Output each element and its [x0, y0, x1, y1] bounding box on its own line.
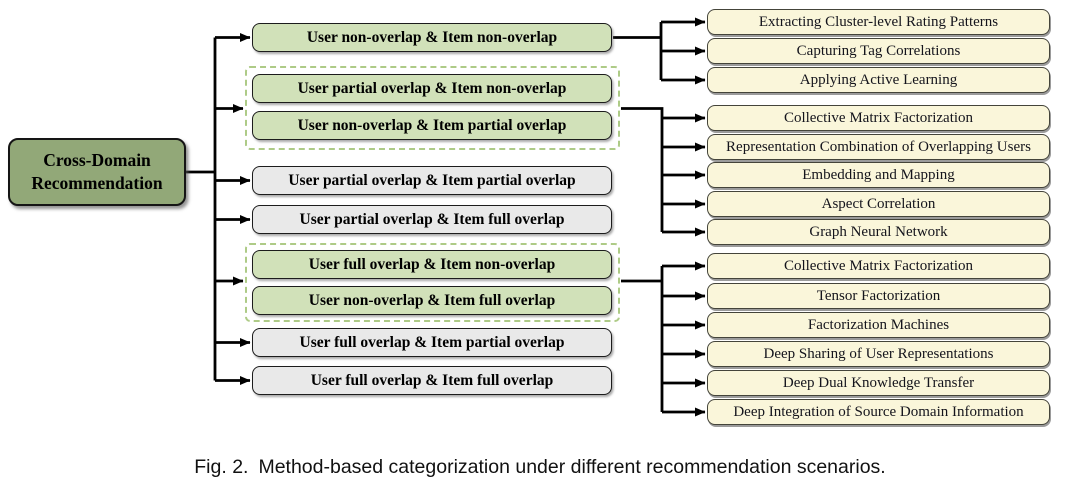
scenario-label: User non-overlap & Item non-overlap — [306, 28, 558, 46]
scenario-label: User full overlap & Item full overlap — [310, 371, 554, 389]
method-label: Capturing Tag Correlations — [796, 42, 961, 59]
figure-caption-number: Fig. 2. — [194, 456, 249, 478]
method-label: Deep Sharing of User Representations — [763, 345, 994, 362]
method-tag-correlations: Capturing Tag Correlations — [707, 38, 1050, 64]
method-label: Embedding and Mapping — [802, 166, 955, 183]
method-label: Factorization Machines — [807, 316, 950, 333]
connector-methods-group3 — [621, 261, 706, 417]
method-label: Tensor Factorization — [816, 287, 941, 304]
method-label: Graph Neural Network — [809, 223, 948, 240]
connector-methods-group2 — [621, 107, 706, 237]
method-graph-neural-network: Graph Neural Network — [707, 219, 1050, 245]
root-node-box: Cross-Domain Recommendation — [8, 138, 186, 206]
scenario-user-full-item-nonoverlap: User full overlap & Item non-overlap — [252, 250, 612, 279]
scenario-user-nonoverlap-item-nonoverlap: User non-overlap & Item non-overlap — [252, 23, 612, 52]
figure-caption: Fig. 2. Method-based categorization under… — [0, 456, 1080, 479]
method-active-learning: Applying Active Learning — [707, 67, 1050, 93]
scenario-label: User non-overlap & Item full overlap — [308, 291, 556, 309]
scenario-label: User non-overlap & Item partial overlap — [297, 116, 567, 134]
method-label: Collective Matrix Factorization — [783, 257, 974, 274]
scenario-user-partial-item-partial: User partial overlap & Item partial over… — [252, 166, 612, 195]
method-label: Extracting Cluster-level Rating Patterns — [758, 13, 999, 30]
scenario-label: User partial overlap & Item partial over… — [288, 171, 576, 189]
scenario-user-full-item-partial: User full overlap & Item partial overlap — [252, 328, 612, 357]
scenario-user-full-item-full: User full overlap & Item full overlap — [252, 366, 612, 395]
scenario-label: User partial overlap & Item non-overlap — [297, 79, 567, 97]
method-deep-dual-knowledge-transfer: Deep Dual Knowledge Transfer — [707, 370, 1050, 396]
method-aspect-correlation: Aspect Correlation — [707, 191, 1050, 217]
connector-left-tree — [186, 33, 251, 385]
method-embedding-and-mapping: Embedding and Mapping — [707, 162, 1050, 188]
method-collective-matrix-factorization-2: Collective Matrix Factorization — [707, 253, 1050, 279]
method-label: Collective Matrix Factorization — [783, 109, 974, 126]
scenario-label: User full overlap & Item partial overlap — [299, 333, 565, 351]
method-cluster-rating-patterns: Extracting Cluster-level Rating Patterns — [707, 9, 1050, 35]
method-label: Deep Dual Knowledge Transfer — [782, 374, 975, 391]
figure-caption-text: Method-based categorization under differ… — [258, 456, 886, 478]
method-label: Aspect Correlation — [821, 195, 936, 212]
method-factorization-machines: Factorization Machines — [707, 312, 1050, 338]
method-label: Representation Combination of Overlappin… — [726, 138, 1031, 155]
scenario-label: User full overlap & Item non-overlap — [308, 255, 556, 273]
method-collective-matrix-factorization-1: Collective Matrix Factorization — [707, 105, 1050, 131]
method-label: Applying Active Learning — [799, 71, 958, 88]
method-representation-combination: Representation Combination of Overlappin… — [707, 134, 1050, 160]
root-node-label: Cross-Domain Recommendation — [31, 150, 163, 193]
connector-methods-group1 — [613, 17, 706, 85]
dashed-group-full-overlap — [245, 243, 620, 322]
scenario-user-partial-item-full: User partial overlap & Item full overlap — [252, 205, 612, 234]
scenario-user-partial-item-nonoverlap: User partial overlap & Item non-overlap — [252, 74, 612, 103]
method-deep-sharing-user-representations: Deep Sharing of User Representations — [707, 341, 1050, 367]
method-deep-integration-source-domain: Deep Integration of Source Domain Inform… — [707, 399, 1050, 425]
scenario-user-nonoverlap-item-partial: User non-overlap & Item partial overlap — [252, 111, 612, 140]
method-label: Deep Integration of Source Domain Inform… — [733, 403, 1024, 420]
method-tensor-factorization: Tensor Factorization — [707, 283, 1050, 309]
dashed-group-partial-overlap — [245, 66, 620, 150]
scenario-user-nonoverlap-item-full: User non-overlap & Item full overlap — [252, 286, 612, 315]
scenario-label: User partial overlap & Item full overlap — [299, 210, 565, 228]
